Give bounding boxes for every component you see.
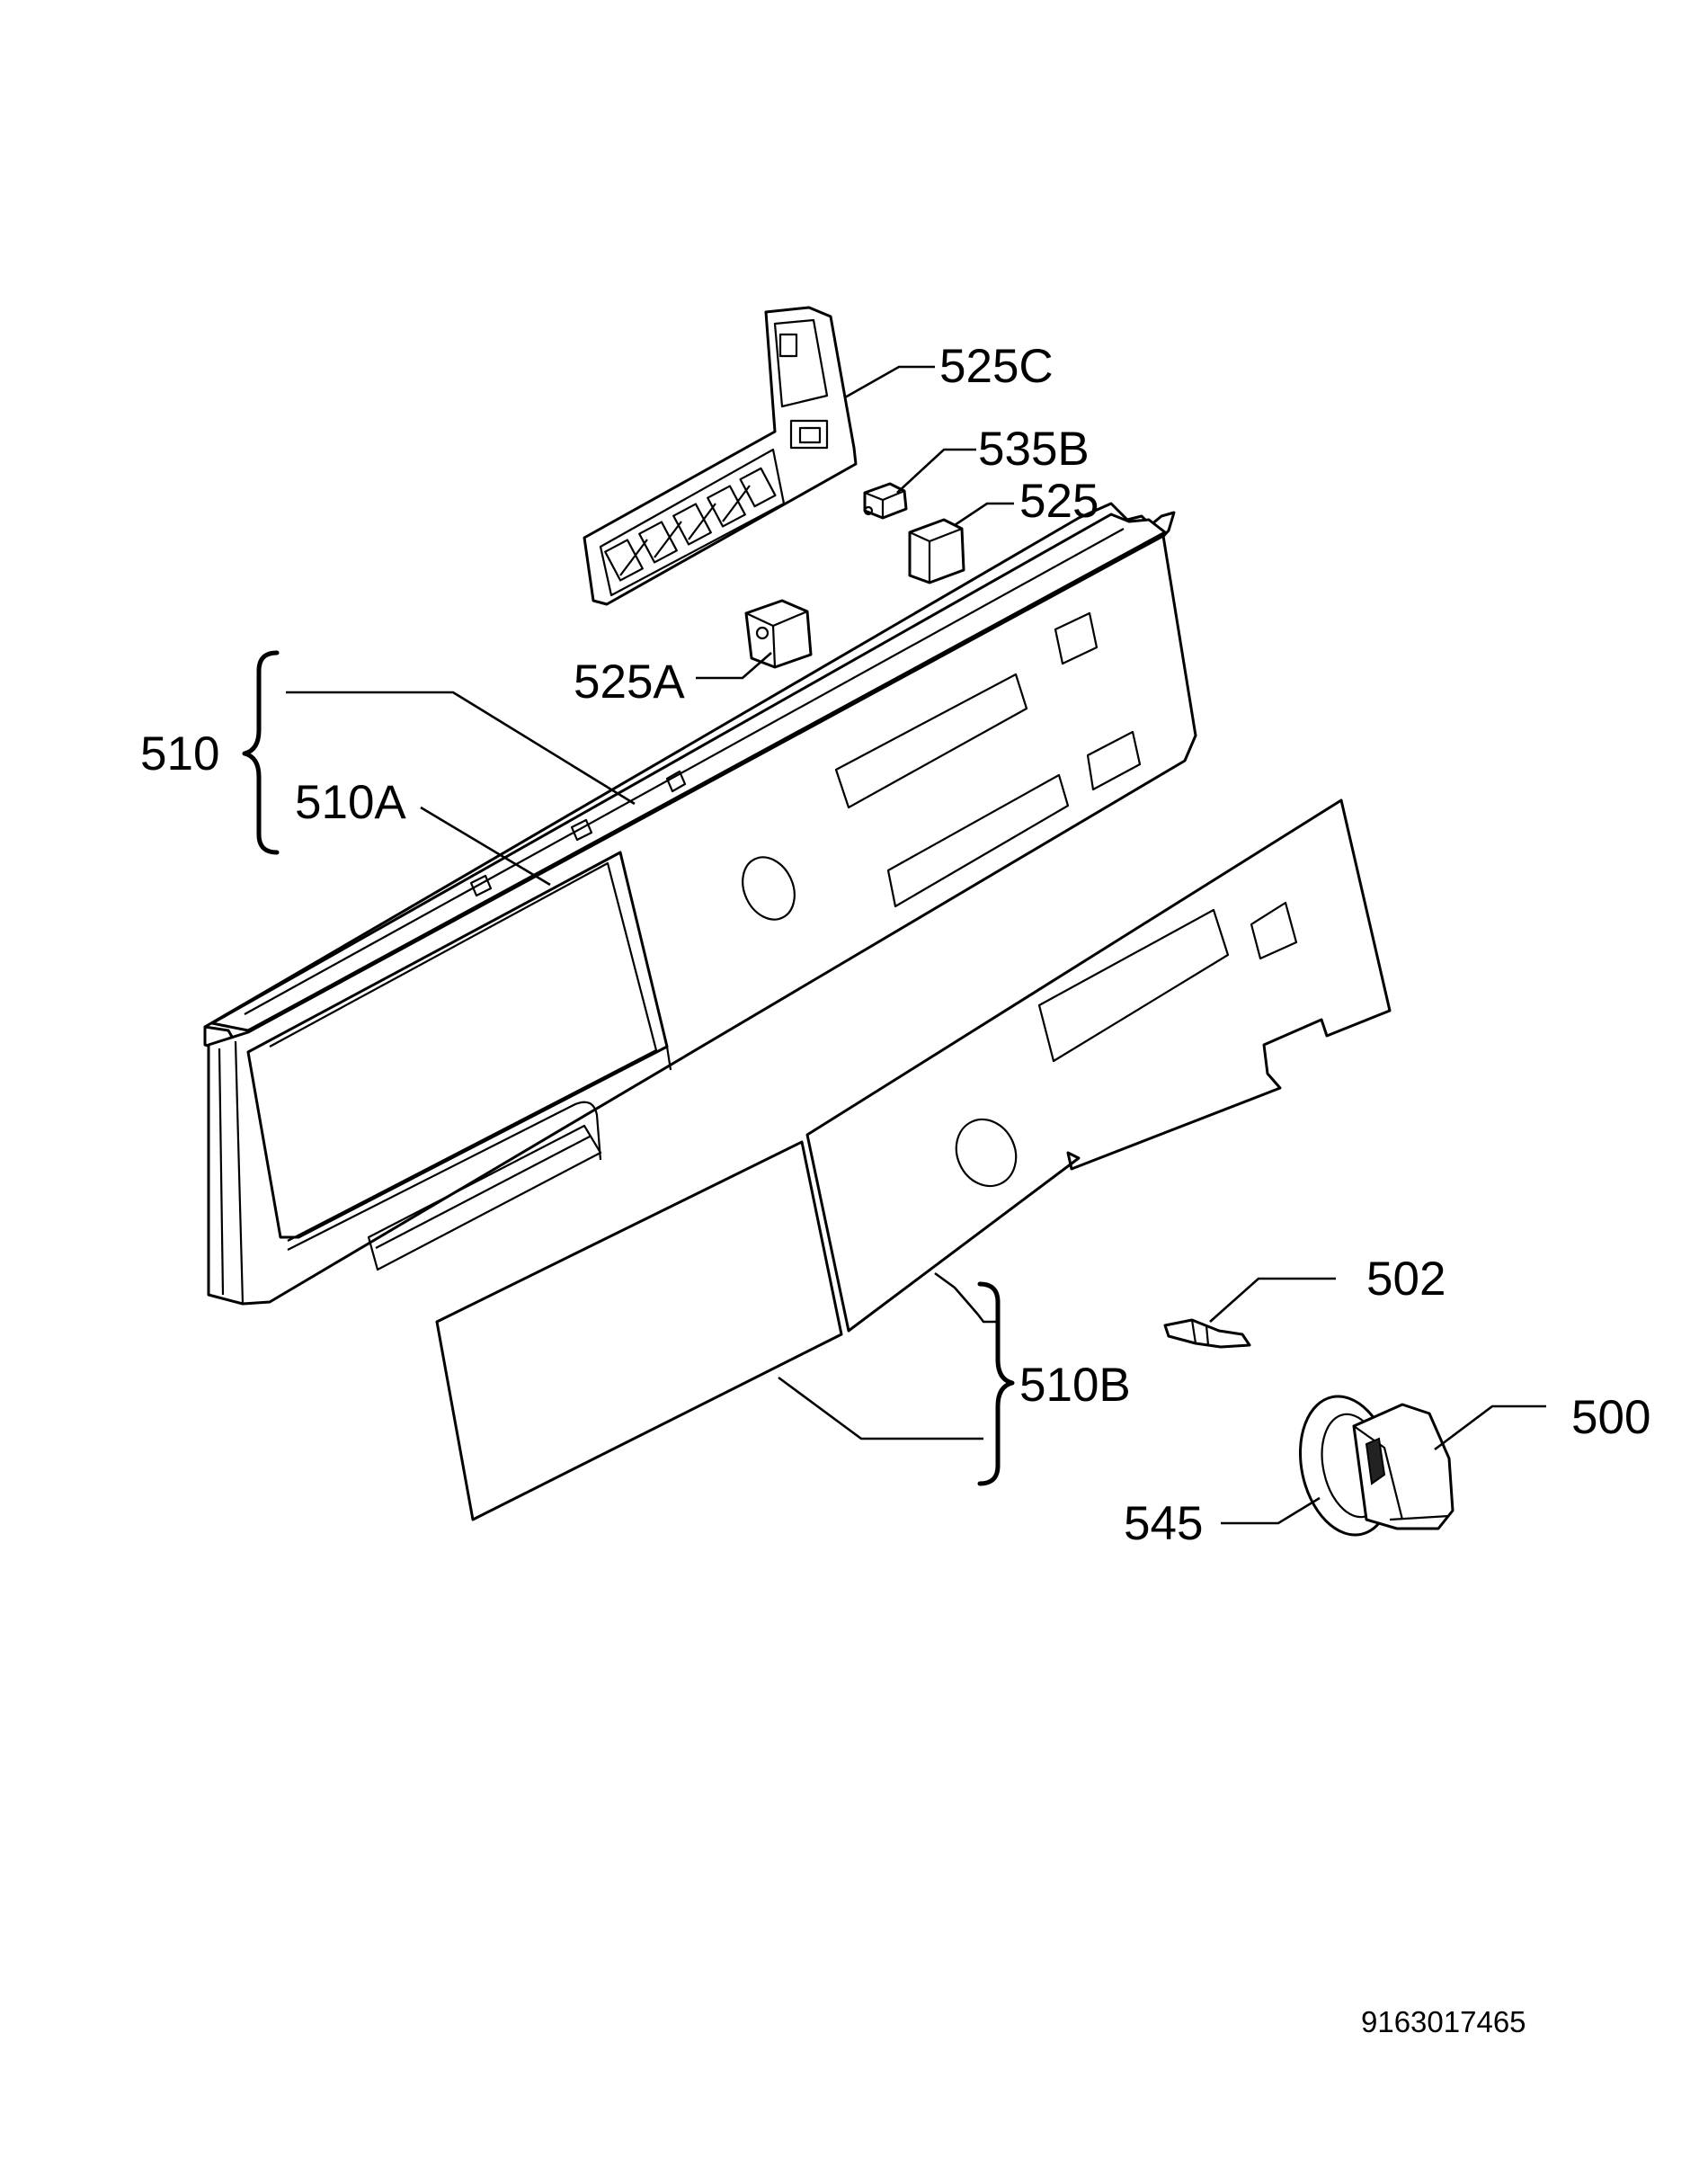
document-number: 9163017465 [1361, 2005, 1526, 2038]
callout-525: 525 [1019, 475, 1099, 528]
callout-525a: 525A [574, 655, 685, 709]
leader-lines [286, 365, 1546, 1525]
leader-510b-lower [778, 1376, 983, 1440]
callout-525c: 525C [939, 340, 1054, 393]
leader-525a [696, 652, 772, 680]
leader-500 [1434, 1404, 1546, 1451]
callout-535b: 535B [978, 423, 1090, 476]
leader-502 [1209, 1277, 1336, 1323]
leader-525c [844, 365, 935, 399]
part-525a-button [744, 599, 813, 669]
leader-510b-upper [934, 1271, 979, 1315]
part-510-control-panel [203, 502, 1197, 1306]
part-510b-decor-foil-right [805, 798, 1392, 1333]
brace-510 [242, 650, 280, 855]
part-502-shaft [1163, 1318, 1251, 1349]
part-525-button [908, 518, 965, 584]
part-525c-switch-bracket [583, 306, 858, 606]
part-510b-decor-foil-left [435, 1140, 843, 1521]
leader-535b [896, 448, 976, 494]
callout-510b: 510B [1019, 1359, 1131, 1412]
leader-510b-upper-h [976, 1314, 996, 1324]
callout-510a: 510A [295, 776, 406, 829]
leader-525 [954, 502, 1014, 527]
part-535b-clip [863, 482, 908, 520]
callout-510: 510 [140, 727, 219, 780]
brace-510b [977, 1281, 1015, 1486]
leader-510 [286, 691, 636, 806]
callout-502: 502 [1366, 1253, 1446, 1306]
part-545-500-knob [1298, 1395, 1454, 1537]
callout-545: 545 [1124, 1497, 1203, 1550]
leader-510a [420, 806, 551, 887]
leader-545 [1221, 1496, 1321, 1525]
callout-labels: 525C 535B 525 525A 510 510A 502 510B 500… [140, 340, 1650, 1550]
callout-500: 500 [1571, 1391, 1650, 1444]
